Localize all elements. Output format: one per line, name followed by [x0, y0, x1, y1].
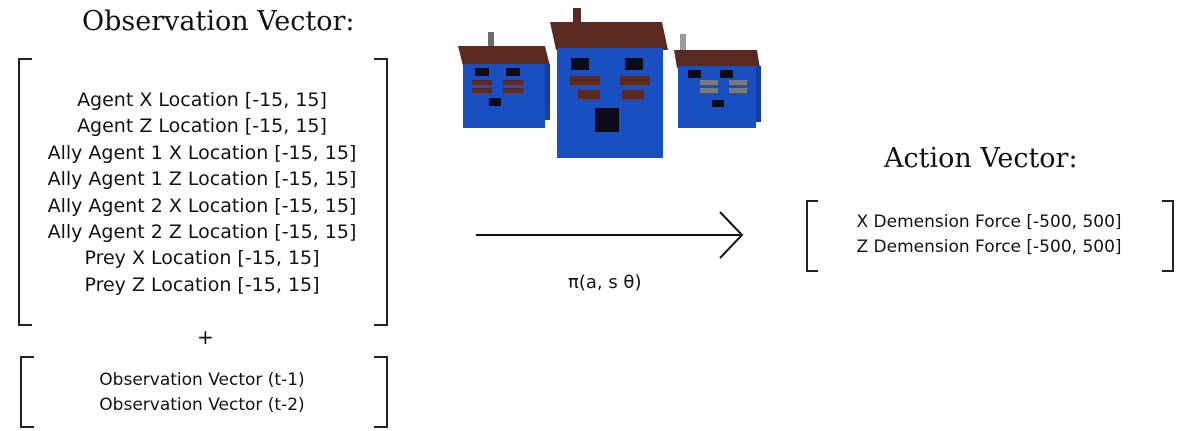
observation-list: Agent X Location [-15, 15] Agent Z Locat… — [20, 87, 384, 298]
history-item: Observation Vector (t-1) — [99, 370, 305, 390]
history-bracket-right — [374, 356, 388, 428]
action-item: X Demension Force [-500, 500] — [856, 212, 1122, 232]
observation-item: Ally Agent 1 X Location [-15, 15] — [47, 141, 357, 164]
ally-agent-left-icon — [458, 32, 550, 128]
action-bracket-left — [806, 200, 818, 272]
action-list: X Demension Force [-500, 500] Z Demensio… — [808, 210, 1170, 260]
plus-sign: + — [197, 325, 214, 349]
observation-item: Agent Z Location [-15, 15] — [77, 115, 327, 138]
action-title: Action Vector: — [884, 143, 1078, 174]
observation-item: Agent X Location [-15, 15] — [77, 89, 327, 111]
observation-item: Prey Z Location [-15, 15] — [84, 273, 320, 296]
policy-label: π(a, s θ) — [568, 272, 642, 293]
history-bracket-left — [20, 356, 34, 428]
policy-arrow-icon — [476, 211, 744, 259]
action-bracket-right — [1162, 200, 1174, 272]
observation-bracket-right — [374, 58, 388, 326]
observation-item: Prey X Location [-15, 15] — [84, 247, 320, 270]
ally-agent-right-icon — [674, 34, 761, 128]
action-item: Z Demension Force [-500, 500] — [856, 237, 1122, 257]
observation-item: Ally Agent 2 Z Location [-15, 15] — [47, 220, 357, 243]
agent-center-icon — [550, 8, 668, 158]
observation-bracket-left — [18, 58, 32, 326]
history-item: Observation Vector (t-2) — [99, 395, 305, 415]
history-list: Observation Vector (t-1) Observation Vec… — [20, 368, 384, 418]
observation-item: Ally Agent 1 Z Location [-15, 15] — [47, 168, 357, 191]
observation-title: Observation Vector: — [82, 6, 355, 37]
observation-item: Ally Agent 2 X Location [-15, 15] — [47, 194, 357, 217]
